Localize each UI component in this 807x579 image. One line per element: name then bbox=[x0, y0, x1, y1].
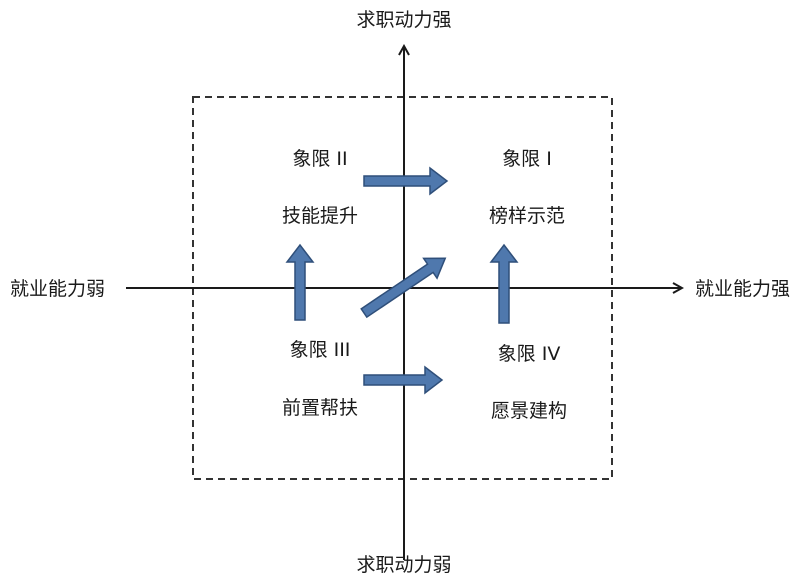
axis-label-top: 求职动力强 bbox=[356, 9, 451, 31]
arrow-q3-to-q2 bbox=[285, 243, 315, 321]
arrow-q4-to-q1 bbox=[489, 243, 519, 324]
arrow-q3-to-q4 bbox=[363, 365, 444, 395]
quadrant-1-strategy: 榜样示范 bbox=[489, 205, 565, 227]
arrow-q3-to-q1 bbox=[360, 257, 447, 319]
quadrant-3-name: 象限 III bbox=[290, 339, 351, 361]
quadrant-4-name: 象限 IV bbox=[498, 343, 561, 365]
axis-label-right: 就业能力强 bbox=[695, 278, 790, 300]
axis-label-left: 就业能力弱 bbox=[10, 278, 105, 300]
quadrant-3-strategy: 前置帮扶 bbox=[282, 397, 358, 419]
arrow-q2-to-q1 bbox=[363, 166, 449, 196]
quadrant-1-name: 象限 I bbox=[502, 148, 552, 170]
quadrant-4-strategy: 愿景建构 bbox=[491, 400, 567, 422]
quadrant-2-name: 象限 II bbox=[292, 148, 347, 170]
axis-label-bottom: 求职动力弱 bbox=[356, 554, 451, 576]
quadrant-2-strategy: 技能提升 bbox=[282, 205, 358, 227]
